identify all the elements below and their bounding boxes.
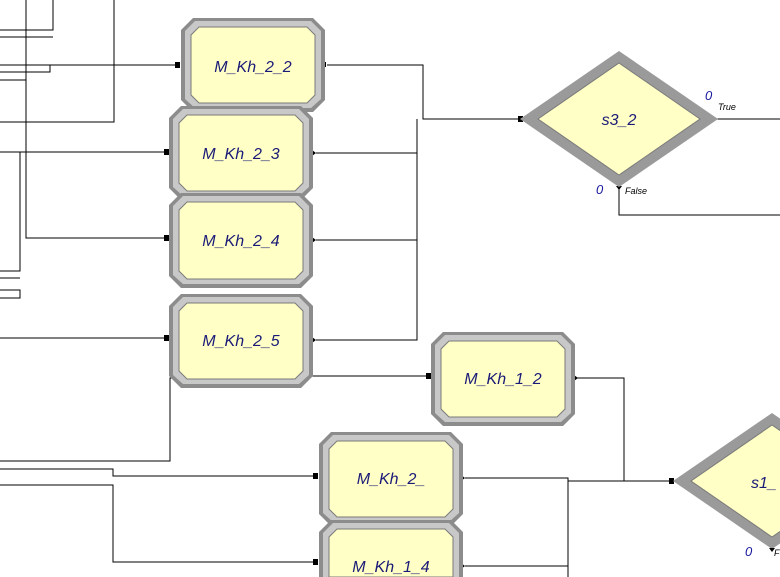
false-count: 0 — [745, 544, 753, 559]
module-label: M_Kh_2_ — [357, 471, 426, 488]
module-label: M_Kh_2_2 — [214, 59, 291, 76]
module-label: M_Kh_2_3 — [202, 146, 279, 163]
module-m-kh-1-4[interactable]: M_Kh_1_4 — [319, 520, 463, 577]
false-label: F — [774, 548, 780, 558]
true-label: True — [718, 102, 736, 112]
module-label: M_Kh_1_2 — [464, 371, 541, 388]
decision-s3-2[interactable]: s3_2 True False 0 0 — [520, 51, 736, 197]
module-m-kh-2-2[interactable]: M_Kh_2_2 — [181, 18, 325, 112]
module-label: M_Kh_1_4 — [352, 559, 429, 576]
module-m-kh-2-5[interactable]: M_Kh_2_5 — [169, 294, 313, 388]
decision-label: s1_ — [751, 475, 777, 492]
module-m-kh-1-2[interactable]: M_Kh_1_2 — [431, 332, 575, 426]
module-m-kh-2-4[interactable]: M_Kh_2_4 — [169, 193, 313, 288]
module-label: M_Kh_2_4 — [202, 233, 279, 250]
module-label: M_Kh_2_5 — [202, 333, 279, 350]
module-m-kh-2-[interactable]: M_Kh_2_ — [319, 432, 463, 526]
false-label: False — [625, 186, 647, 196]
module-m-kh-2-3[interactable]: M_Kh_2_3 — [169, 106, 313, 200]
decision-label: s3_2 — [602, 112, 637, 129]
true-count: 0 — [705, 88, 713, 103]
decision-s1[interactable]: s1_ F 0 — [673, 413, 780, 559]
false-count: 0 — [596, 182, 604, 197]
